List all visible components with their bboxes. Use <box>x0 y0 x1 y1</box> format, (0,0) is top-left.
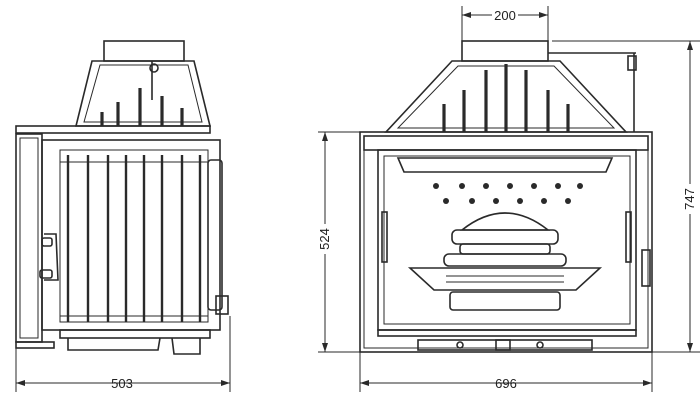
air-holes <box>433 183 583 204</box>
front-frame <box>359 131 653 353</box>
total-height-label: 747 <box>682 188 697 210</box>
side-flue-collar <box>103 40 185 62</box>
baffle <box>396 157 614 173</box>
flue-diameter-label: 200 <box>494 8 516 23</box>
side-view: 503 <box>15 40 231 392</box>
front-width-label: 696 <box>495 376 517 391</box>
front-view: 200 <box>316 6 700 392</box>
side-depth-label: 503 <box>111 376 133 391</box>
grate <box>407 212 603 311</box>
firebox-opening <box>377 149 637 331</box>
front-flue-collar <box>461 40 549 62</box>
front-height-label: 524 <box>317 228 332 250</box>
